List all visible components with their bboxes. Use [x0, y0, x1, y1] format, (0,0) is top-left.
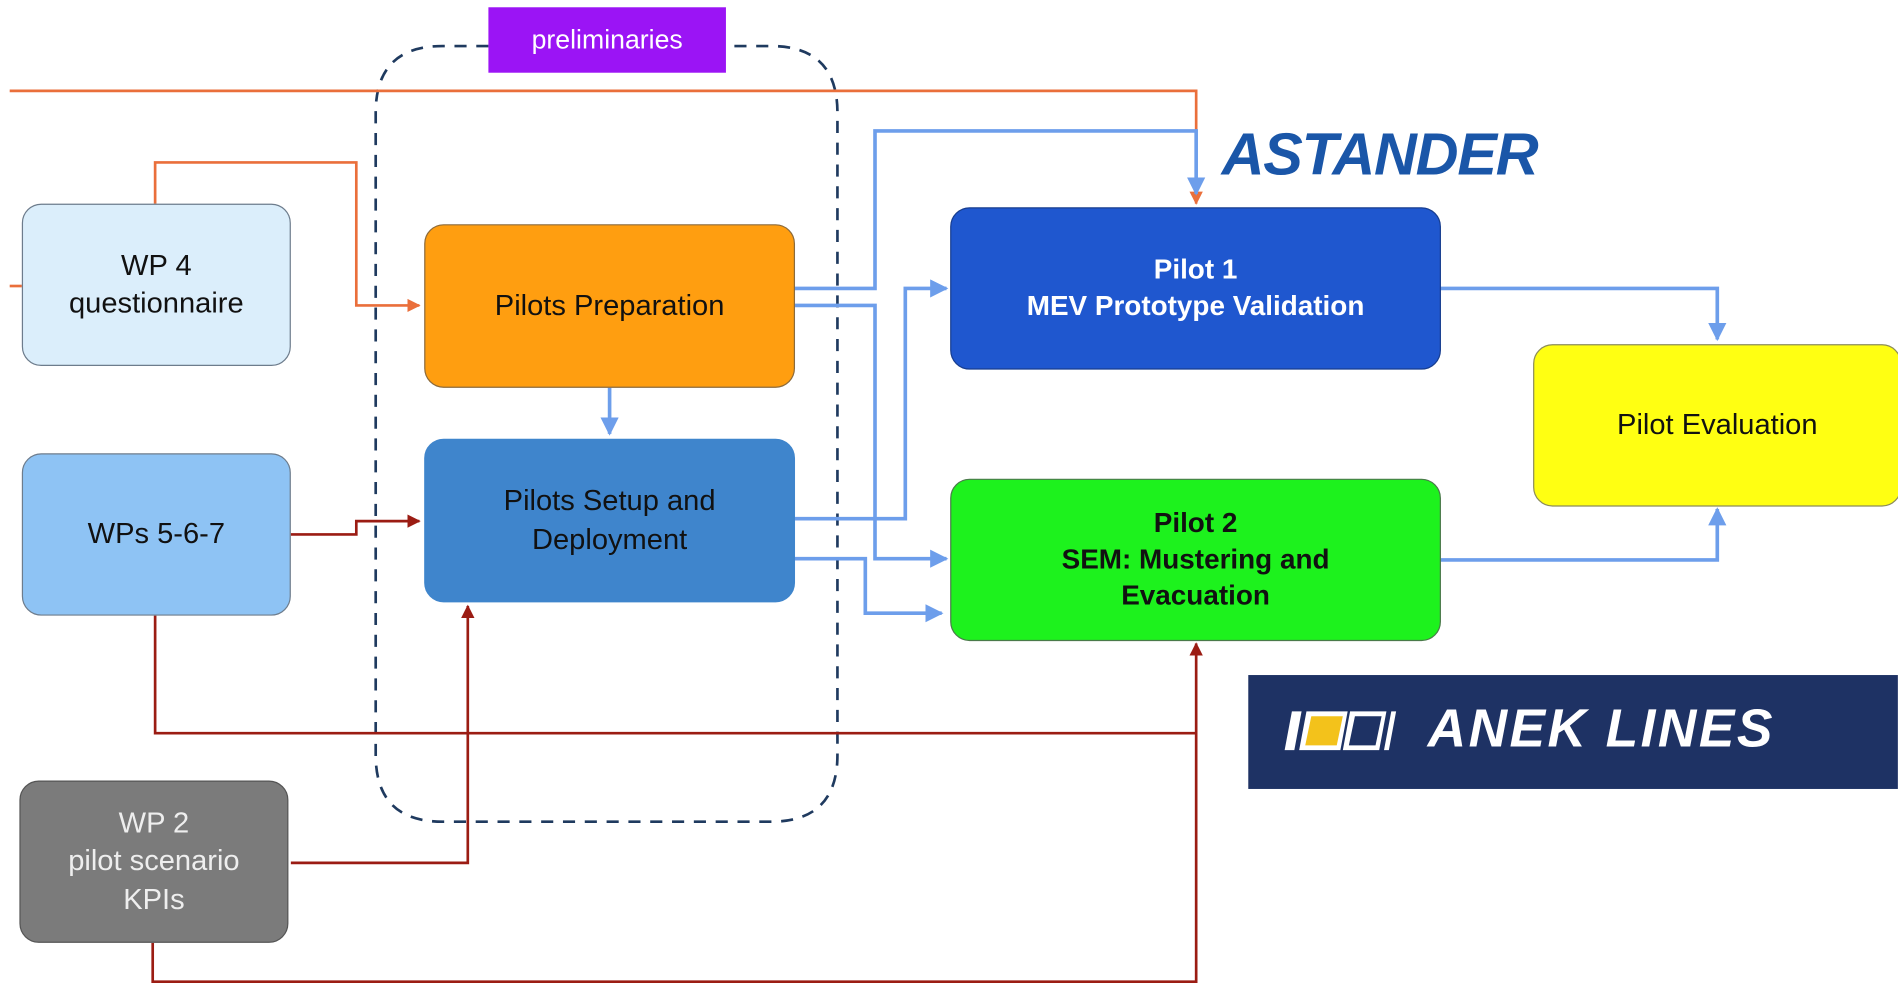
- red-line-wp2-to-pilot2: [151, 733, 1198, 983]
- pilot2-line2: SEM: Mustering and: [1061, 542, 1330, 575]
- blue-arrow-prep-to-pilot1: [795, 129, 1206, 291]
- pilots-setup-line2: Deployment: [531, 522, 688, 556]
- wp2-line1: WP 2: [118, 807, 190, 841]
- wp2-pilot-scenario-box: WP 2 pilot scenario KPIs: [19, 780, 289, 943]
- pilot-eval-label: Pilot Evaluation: [1617, 408, 1818, 442]
- red-arrow-wp2-to-setup: [290, 604, 475, 865]
- pilot2-box: Pilot 2 SEM: Mustering and Evacuation: [950, 478, 1441, 642]
- astander-logo: ASTANDER: [1221, 122, 1539, 188]
- pilots-setup-box: Pilots Setup and Deployment: [424, 438, 796, 603]
- anek-stripes-icon: [1284, 711, 1397, 751]
- anek-lines-logo: ANEK LINES: [1248, 675, 1898, 789]
- pilot2-line1: Pilot 2: [1153, 506, 1238, 539]
- blue-arrow-prep-to-pilot2: [795, 303, 949, 568]
- blue-arrow-setup-to-pilot1: [795, 279, 949, 521]
- pilot-evaluation-box: Pilot Evaluation: [1533, 344, 1898, 507]
- anek-lines-text: ANEK LINES: [1427, 699, 1775, 759]
- pilot1-line2: MEV Prototype Validation: [1026, 289, 1365, 322]
- blue-arrow-setup-to-pilot2: [787, 556, 944, 623]
- red-arrow-wps-to-setup: [290, 514, 421, 536]
- orange-arrow-top-to-pilot1: [9, 89, 1203, 205]
- wp2-line2: pilot scenario: [68, 845, 240, 878]
- blue-arrow-pilot2-to-eval: [1439, 507, 1727, 562]
- wps567-line1: WPs 5-6-7: [87, 517, 226, 551]
- pilots-setup-line1: Pilots Setup and: [503, 485, 716, 518]
- blue-arrow-pilot1-to-eval: [1439, 286, 1727, 342]
- orange-arrow-wp4-to-prep: [153, 161, 421, 313]
- preliminaries-label: preliminaries: [488, 7, 726, 73]
- pilots-prep-label: Pilots Preparation: [494, 289, 725, 323]
- red-arrow-wps-to-pilot2: [153, 615, 1203, 735]
- pilot2-line3: Evacuation: [1121, 579, 1270, 611]
- pilots-preparation-box: Pilots Preparation: [424, 224, 796, 388]
- wp2-line3: KPIs: [123, 882, 185, 916]
- wps-5-6-7-box: WPs 5-6-7: [21, 453, 291, 616]
- wp4-line2: questionnaire: [69, 287, 244, 320]
- wp4-line1: WP 4: [121, 249, 192, 283]
- pilot1-line1: Pilot 1: [1153, 253, 1238, 285]
- pilot1-box: Pilot 1 MEV Prototype Validation: [950, 207, 1441, 370]
- wp4-questionnaire-box: WP 4 questionnaire: [21, 203, 291, 366]
- preliminaries-group-border: [374, 44, 839, 824]
